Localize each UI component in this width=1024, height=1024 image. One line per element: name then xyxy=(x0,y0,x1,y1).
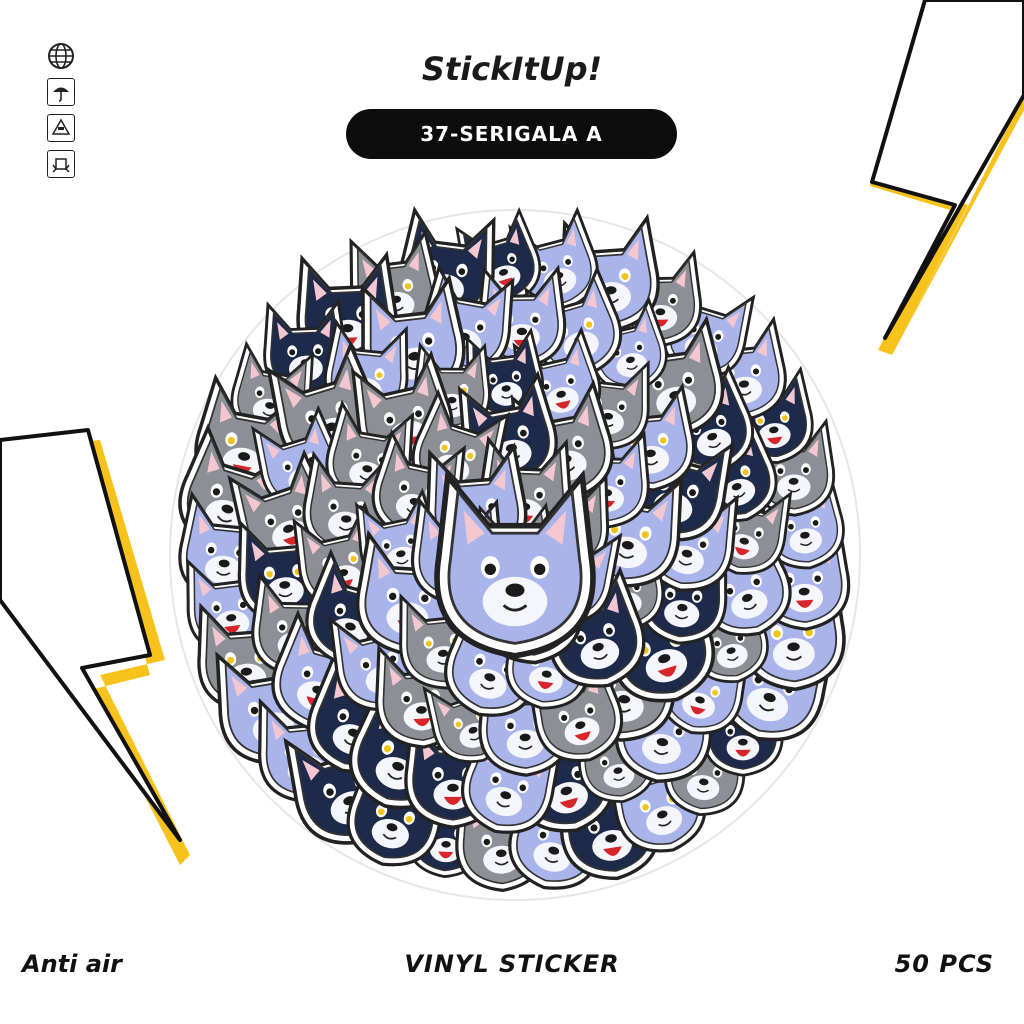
recycle-pete-icon xyxy=(47,114,75,142)
wolf-sticker xyxy=(539,565,646,688)
fragile-box-icon xyxy=(47,150,75,178)
globe-icon xyxy=(47,42,75,70)
umbrella-icon xyxy=(47,78,75,106)
wolf-sticker xyxy=(434,469,596,659)
material-label: VINYL STICKER xyxy=(404,950,620,978)
spec-icons xyxy=(47,42,79,186)
sticker-collage xyxy=(169,205,861,901)
feature-label: Anti air xyxy=(22,950,122,978)
product-code-badge: 37-SERIGALA A xyxy=(346,109,677,159)
quantity-label: 50 PCS xyxy=(894,950,994,978)
lightning-bolt-top-right xyxy=(870,0,1024,355)
lightning-bolt-left xyxy=(0,428,190,865)
brand-logo: StickItUp! xyxy=(421,50,603,88)
